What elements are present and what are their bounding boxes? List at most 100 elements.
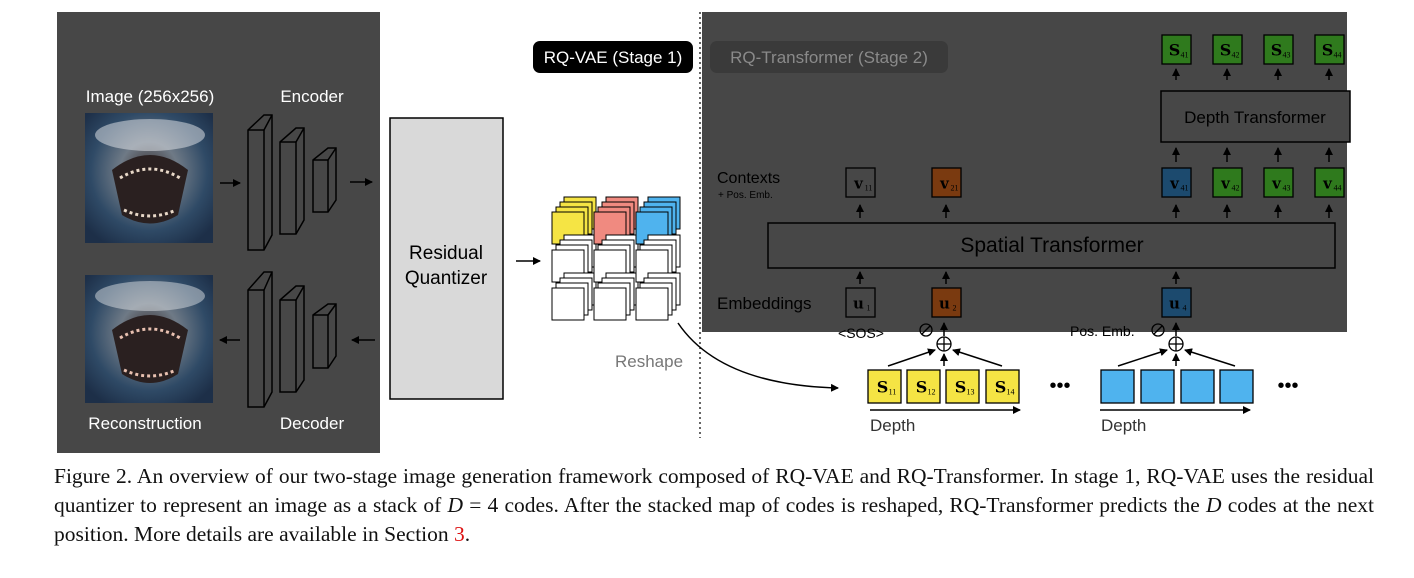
svg-text:S: S: [1322, 41, 1334, 60]
quantizer-label-line1: Residual: [409, 243, 483, 264]
svg-text:u: u: [1169, 295, 1180, 313]
svg-text:S: S: [995, 378, 1007, 397]
ellipsis-1: •••: [1049, 375, 1070, 397]
figure-caption: Figure 2. An overview of our two-stage i…: [54, 462, 1374, 549]
svg-text:13: 13: [967, 388, 975, 397]
svg-text:u: u: [939, 295, 950, 313]
svg-text:v: v: [1169, 175, 1180, 193]
svg-text:S: S: [877, 378, 889, 397]
sum-node-2: [1168, 336, 1184, 352]
ellipsis-2: •••: [1277, 375, 1298, 397]
caption-math-d: D: [447, 493, 464, 517]
sum-node-1: [936, 336, 952, 352]
encoder-layers: [247, 114, 337, 251]
svg-text:12: 12: [928, 388, 936, 397]
sos-label: <SOS>: [838, 325, 884, 341]
overview-figure: Image (256x256) Encoder Reconstructi: [57, 12, 1351, 453]
reconstruction-shark-image: [85, 275, 213, 403]
depth-transformer-label: Depth Transformer: [1184, 108, 1326, 127]
svg-text:v: v: [939, 175, 950, 193]
next-code-token-4: [1219, 369, 1254, 404]
decoder-layers: [247, 271, 337, 408]
input-shark-image: [85, 113, 213, 243]
svg-text:2: 2: [953, 304, 957, 313]
svg-text:41: 41: [1181, 51, 1189, 60]
svg-text:1: 1: [867, 304, 871, 313]
reshape-arrow: [677, 322, 839, 392]
caption-section-ref[interactable]: 3: [454, 522, 465, 546]
svg-text:v: v: [1322, 175, 1333, 193]
svg-text:43: 43: [1283, 51, 1291, 60]
next-code-token-2: [1140, 369, 1175, 404]
svg-text:44: 44: [1334, 51, 1342, 60]
stage1-badge-text: RQ-VAE (Stage 1): [544, 48, 683, 67]
spatial-transformer-label: Spatial Transformer: [960, 234, 1143, 257]
arrow-s11-to-sum: [887, 348, 936, 367]
spatial-transformer-box: [767, 222, 1336, 269]
depth-label-1: Depth: [870, 416, 915, 435]
residual-quantizer-box: [389, 117, 504, 400]
svg-text:S: S: [955, 378, 967, 397]
svg-text:44: 44: [1334, 184, 1342, 193]
quantizer-label-line2: Quantizer: [405, 268, 488, 289]
svg-text:v: v: [853, 175, 864, 193]
caption-math-d2: D: [1205, 493, 1222, 517]
svg-text:41: 41: [1181, 184, 1189, 193]
svg-text:11: 11: [865, 184, 873, 193]
encoder-label: Encoder: [280, 87, 344, 106]
pos-emb-label: Pos. Emb.: [1070, 323, 1135, 339]
stage1-badge: [533, 41, 693, 73]
contexts-label: Contexts: [717, 170, 780, 187]
arrow-s14-to-sum: [952, 348, 1003, 367]
svg-text:S: S: [1271, 41, 1283, 60]
arrow-b4-to-sum: [1184, 348, 1236, 367]
svg-text:v: v: [1271, 175, 1282, 193]
svg-text:11: 11: [889, 388, 897, 397]
reshape-label: Reshape: [615, 352, 683, 371]
image-label: Image (256x256): [86, 87, 215, 106]
svg-text:14: 14: [1007, 388, 1015, 397]
svg-text:u: u: [853, 295, 864, 313]
code-cell: [635, 287, 669, 321]
stage2-badge-text: RQ-Transformer (Stage 2): [730, 48, 928, 67]
code-cell: [593, 287, 627, 321]
svg-text:43: 43: [1283, 184, 1291, 193]
svg-text:v: v: [1220, 175, 1231, 193]
pos-emb-node-1: [919, 323, 933, 337]
next-code-token-1: [1100, 369, 1135, 404]
caption-prefix: Figure 2. An overview of our two-stage i…: [54, 464, 1374, 517]
arrow-b1-to-sum: [1117, 348, 1168, 367]
svg-text:21: 21: [951, 184, 959, 193]
code-stack: [551, 196, 681, 321]
svg-text:42: 42: [1232, 51, 1240, 60]
reconstruction-label: Reconstruction: [88, 414, 201, 433]
depth-transformer-box: [1160, 90, 1351, 143]
svg-text:S: S: [916, 378, 928, 397]
next-code-token-3: [1180, 369, 1215, 404]
svg-text:S: S: [1220, 41, 1232, 60]
svg-text:S: S: [1169, 41, 1181, 60]
pos-emb-node-2: [1151, 323, 1165, 337]
svg-text:4: 4: [1183, 304, 1187, 313]
svg-text:42: 42: [1232, 184, 1240, 193]
caption-end: .: [464, 522, 471, 546]
caption-tail: codes at the next position. More details…: [54, 493, 1375, 546]
